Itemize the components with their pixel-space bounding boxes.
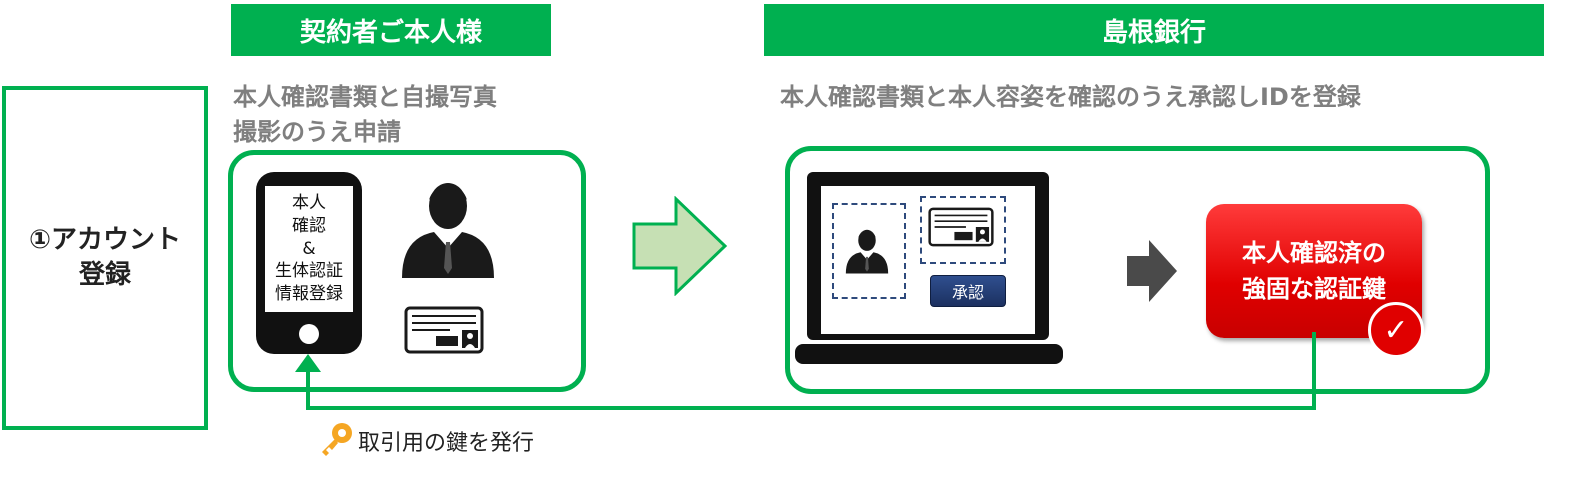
approve-button-label: 承認	[951, 283, 984, 302]
businessman-icon-small	[845, 229, 889, 274]
checkmark-icon: ✓	[1368, 302, 1424, 358]
left-caption-line1: 本人確認書類と自撮写真	[233, 83, 497, 111]
header-customer: 契約者ご本人様	[231, 4, 551, 56]
return-arrow	[295, 332, 1316, 410]
step-label-line2: 登録	[78, 260, 131, 290]
result-line2: 強固な認証鍵	[1242, 275, 1386, 303]
right-caption: 本人確認書類と本人容姿を確認のうえ承認しIDを登録	[780, 83, 1361, 111]
id-frame	[920, 196, 1006, 264]
header-bank-label: 島根銀行	[1101, 17, 1206, 48]
id-card-icon-small	[928, 207, 994, 247]
step-label-box: ①アカウント 登録	[2, 86, 208, 430]
issue-key-label: 取引用の鍵を発行	[358, 431, 535, 456]
header-customer-label: 契約者ご本人様	[299, 17, 482, 48]
selfie-frame	[832, 203, 906, 299]
left-caption: 本人確認書類と自撮写真 撮影のうえ申請	[233, 80, 497, 150]
result-arrow-icon	[1127, 240, 1177, 302]
phone-screen-text: 本人 確認 & 生体認証 情報登録	[265, 186, 353, 312]
key-icon	[322, 423, 352, 456]
id-card-icon	[404, 306, 484, 354]
phone-home-button	[299, 324, 319, 344]
businessman-icon	[402, 183, 494, 278]
approve-button[interactable]: 承認	[930, 275, 1006, 307]
result-line1: 本人確認済の	[1242, 239, 1386, 267]
left-caption-line2: 撮影のうえ申請	[233, 117, 401, 146]
step-label-line1: ①アカウント	[28, 224, 181, 255]
header-bank: 島根銀行	[764, 4, 1544, 56]
process-arrow-icon	[632, 196, 728, 296]
smartphone-icon: 本人 確認 & 生体認証 情報登録	[256, 172, 362, 354]
